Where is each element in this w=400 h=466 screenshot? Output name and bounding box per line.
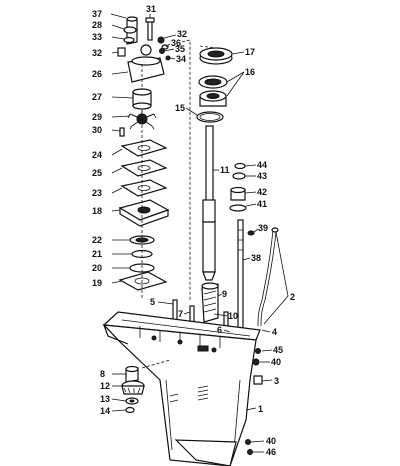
callout-42: 42 [257, 187, 267, 197]
callout-35: 35 [175, 44, 185, 54]
callout-30: 30 [92, 125, 102, 135]
part-23-gasket [120, 179, 168, 197]
part-2-hose [257, 227, 279, 327]
part-30-key [119, 127, 125, 137]
callout-9: 9 [222, 289, 227, 299]
part-15-oring [196, 111, 224, 123]
part-33-seal [123, 36, 135, 44]
alignment-line-bearing [199, 45, 217, 49]
callout-6: 6 [217, 325, 222, 335]
callout-27: 27 [92, 92, 102, 102]
callout-labels: 37 28 33 32 26 27 29 30 24 25 23 18 22 2… [92, 4, 295, 457]
part-42-seal [230, 186, 246, 201]
callout-29: 29 [92, 112, 102, 122]
part-25-plate [120, 159, 168, 177]
callout-15: 15 [175, 103, 185, 113]
callout-24: 24 [92, 150, 102, 160]
callout-22: 22 [92, 235, 102, 245]
part-24-gasket [120, 139, 168, 157]
part-36-washer [161, 44, 169, 50]
callout-41: 41 [257, 199, 267, 209]
callout-37: 37 [92, 9, 102, 19]
callout-17: 17 [245, 47, 255, 57]
alignment-line-shaft [181, 39, 191, 300]
callout-11: 11 [220, 165, 230, 175]
part-32-nut-right [157, 36, 165, 44]
callout-14: 14 [100, 406, 110, 416]
part-46-screw [247, 449, 253, 455]
callout-38: 38 [251, 253, 261, 263]
callout-28: 28 [92, 20, 102, 30]
callout-1: 1 [258, 404, 263, 414]
part-43-oring [232, 172, 246, 180]
callout-20: 20 [92, 263, 102, 273]
callout-12: 12 [100, 381, 110, 391]
callout-3: 3 [274, 376, 279, 386]
part-32-nut-left [117, 47, 126, 57]
callout-16: 16 [245, 67, 255, 77]
callout-25: 25 [92, 168, 102, 178]
part-12-pinion-gear [121, 380, 145, 395]
callout-10: 10 [228, 311, 238, 321]
part-16-bearing [198, 75, 228, 107]
part-39-clip [247, 230, 255, 236]
callout-7: 7 [178, 309, 183, 319]
callout-33: 33 [92, 32, 102, 42]
leader-lines [110, 13, 289, 453]
callout-44: 44 [257, 160, 267, 170]
part-14-nut [125, 406, 135, 414]
part-13-washer [125, 397, 139, 405]
callout-26: 26 [92, 69, 102, 79]
callout-2: 2 [290, 292, 295, 302]
part-18-pump-base [118, 199, 170, 227]
callout-40-top: 40 [271, 357, 281, 367]
callout-40-bottom: 40 [266, 436, 276, 446]
callout-8: 8 [100, 369, 105, 379]
part-35-seal [159, 48, 165, 54]
callout-21: 21 [92, 249, 102, 259]
callout-45: 45 [273, 345, 283, 355]
part-40-screw-bottom [245, 439, 251, 445]
part-11-driveshaft [202, 125, 216, 281]
callout-34: 34 [176, 54, 186, 64]
part-34-screw [165, 55, 171, 61]
part-1-gearcase-housing [102, 311, 261, 466]
callout-43: 43 [257, 171, 267, 181]
part-3-screw [253, 375, 263, 385]
part-27-insert [132, 88, 152, 110]
part-26-pump-housing [127, 44, 165, 83]
callout-46: 46 [266, 447, 276, 457]
part-31-bolt [145, 17, 155, 41]
part-9-sleeve [201, 282, 219, 323]
part-45-screw [255, 348, 261, 354]
callout-23: 23 [92, 188, 102, 198]
callout-32-right: 32 [177, 29, 187, 39]
callout-4: 4 [272, 327, 277, 337]
callout-18: 18 [92, 206, 102, 216]
callout-31: 31 [146, 4, 156, 14]
callout-19: 19 [92, 278, 102, 288]
part-41-oring [229, 204, 247, 212]
callout-39: 39 [258, 223, 268, 233]
callout-13: 13 [100, 394, 110, 404]
callout-32-left: 32 [92, 48, 102, 58]
callout-36: 36 [171, 38, 181, 48]
callout-5: 5 [150, 297, 155, 307]
part-40-screw-top [252, 358, 260, 366]
part-28-grommet [123, 26, 137, 34]
part-19-gasket [118, 271, 168, 291]
part-17-retainer [199, 47, 233, 65]
part-44-bushing [234, 162, 246, 170]
part-8-bearing [125, 365, 139, 383]
